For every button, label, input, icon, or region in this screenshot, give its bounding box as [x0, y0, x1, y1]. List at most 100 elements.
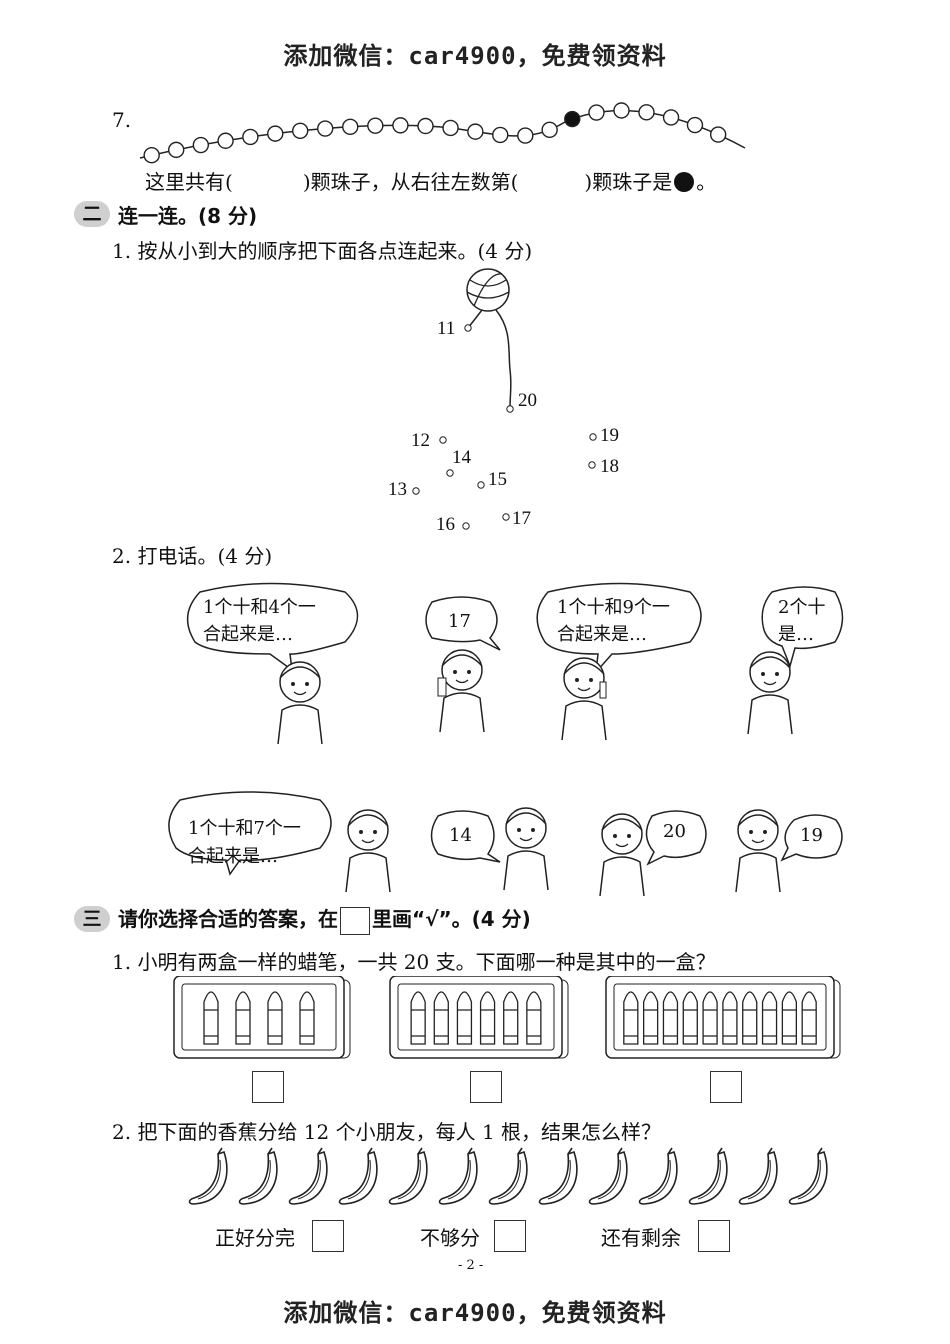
q7-text-d: 。 [696, 170, 717, 194]
white-bead [367, 117, 384, 134]
bubble-6 [430, 810, 501, 863]
bubble-3 [536, 582, 702, 675]
dot-17[interactable] [502, 513, 510, 521]
crayon-icon [781, 991, 798, 1045]
option-leftover-checkbox[interactable] [698, 1220, 730, 1252]
crayon-icon [526, 991, 542, 1045]
boy-1-icon [437, 649, 485, 733]
banana-ridge [297, 1159, 321, 1200]
dot-20[interactable] [506, 405, 514, 413]
dot-label-12: 12 [411, 430, 430, 451]
crayon-icon [267, 991, 283, 1045]
crayon-box-3[interactable] [605, 976, 835, 1059]
bubble-4-line-2: 是… [778, 624, 814, 645]
bubble-8-text: 19 [800, 825, 823, 846]
white-bead [613, 102, 630, 119]
crayon-icon [623, 991, 639, 1045]
dot-19[interactable] [589, 433, 597, 441]
white-bead [662, 109, 680, 126]
dot-label-14: 14 [452, 447, 471, 468]
white-bead [492, 126, 509, 144]
white-bead [317, 120, 334, 137]
bananas [188, 1147, 828, 1205]
s2-q2-text: 2. 打电话。(4 分) [112, 544, 273, 568]
boy-2-icon [561, 657, 607, 741]
banana-ridge [397, 1159, 421, 1200]
dot-label-18: 18 [600, 456, 619, 477]
banana-ridge [347, 1159, 371, 1200]
page-number: - 2 - [458, 1258, 484, 1273]
crayon-icon [722, 991, 738, 1045]
banana-icon [688, 1147, 728, 1205]
section-3-badge: 三 [74, 906, 110, 932]
white-bead [686, 116, 704, 134]
crayon-box-3-inner [613, 983, 827, 1051]
section-2-badge: 二 [74, 201, 110, 227]
banana-icon [638, 1147, 678, 1205]
crayon-icon [235, 991, 251, 1045]
white-bead [192, 136, 210, 154]
crayon-icon [433, 991, 449, 1045]
banana-ridge [747, 1159, 771, 1200]
bubble-1-line-1: 1个十和4个一 [203, 597, 316, 618]
crayon-icon [642, 991, 659, 1045]
section-3-title-a: 请你选择合适的答案，在 [118, 907, 338, 931]
title-box-icon [340, 906, 370, 935]
boy-3-icon [503, 807, 549, 891]
girl-1-icon [277, 661, 323, 745]
banana-icon [338, 1147, 378, 1205]
banana-icon [788, 1147, 828, 1205]
white-bead [392, 117, 409, 134]
banana-icon [738, 1147, 778, 1205]
watermark-top: 添加微信：car4900，免费领资料 [283, 42, 667, 70]
q7-sentence: 这里共有()颗珠子，从右往左数第()颗珠子是。 [145, 166, 716, 195]
dot-label-20: 20 [518, 390, 537, 411]
crayon-box-3-checkbox[interactable] [710, 1071, 742, 1103]
dot-18[interactable] [588, 461, 596, 469]
white-bead [541, 121, 558, 139]
white-bead [167, 141, 185, 159]
bubble-2-text: 17 [448, 611, 471, 632]
banana-ridge [547, 1159, 571, 1200]
option-not-enough-checkbox[interactable] [494, 1220, 526, 1252]
dot-13[interactable] [412, 487, 420, 495]
dot-14[interactable] [446, 469, 454, 477]
dot-label-13: 13 [388, 479, 407, 500]
crayon-box-1-checkbox[interactable] [252, 1071, 284, 1103]
crayon-box-1-inner [181, 983, 337, 1051]
connect-dots-figure [412, 268, 597, 530]
dot-16[interactable] [462, 522, 470, 530]
crayon-icon [503, 991, 519, 1045]
q7-number: 7. [112, 108, 132, 132]
crayon-icon [702, 991, 718, 1045]
watermark-bottom: 添加微信：car4900，免费领资料 [283, 1299, 667, 1327]
banana-ridge [597, 1159, 621, 1200]
banana-ridge [247, 1159, 271, 1200]
banana-ridge [447, 1159, 471, 1200]
banana-ridge [197, 1159, 221, 1200]
dot-label-15: 15 [488, 469, 507, 490]
crayon-box-2[interactable] [389, 976, 563, 1059]
crayon-icon [299, 991, 315, 1045]
dot-label-11: 11 [437, 318, 456, 339]
crayon-icon [410, 991, 426, 1045]
crayon-box-2-checkbox[interactable] [470, 1071, 502, 1103]
dot-12[interactable] [439, 436, 447, 444]
white-bead [517, 127, 534, 144]
bubble-1 [186, 582, 359, 672]
crayon-icon [682, 991, 698, 1045]
banana-icon [238, 1147, 278, 1205]
crayon-box-1[interactable] [173, 976, 345, 1059]
bubble-5-line-2: 合起来是… [188, 846, 278, 867]
banana-icon [538, 1147, 578, 1205]
dot-11[interactable] [464, 324, 472, 332]
section-3-title: 请你选择合适的答案，在里画“√”。(4 分) [118, 903, 531, 935]
crayon-boxes [173, 976, 841, 1059]
crayon-icon [801, 991, 817, 1045]
option-leftover: 还有剩余 [601, 1222, 681, 1251]
bubble-4-line-1: 2个十 [778, 597, 826, 618]
dot-15[interactable] [477, 481, 485, 489]
option-exact-checkbox[interactable] [312, 1220, 344, 1252]
banana-ridge [497, 1159, 521, 1200]
black-bead-icon [674, 172, 695, 192]
